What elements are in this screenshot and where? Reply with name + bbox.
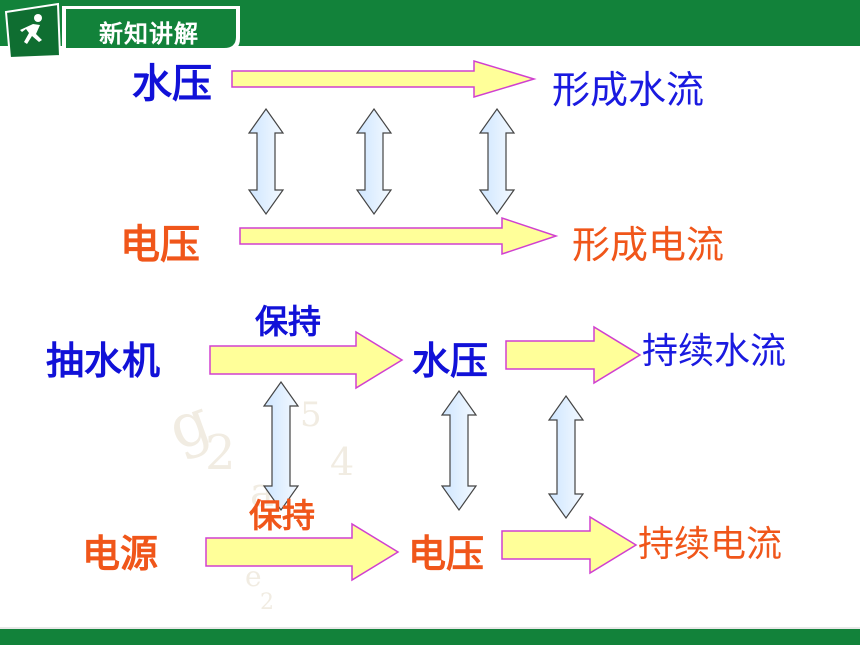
running-person-icon (20, 14, 42, 44)
footer-divider (0, 627, 860, 629)
header-title: 新知讲解 (99, 20, 199, 48)
right-arrow (209, 330, 404, 390)
water-pressure-label-2: 水压 (412, 339, 489, 383)
right-arrow (231, 59, 537, 99)
water-pressure-label: 水压 (132, 61, 212, 107)
background-watermark: 5 (300, 395, 322, 435)
footer-bar (0, 629, 860, 645)
sustained-current-label: 持续电流 (638, 524, 783, 565)
background-watermark: 2 (260, 590, 274, 615)
right-arrow (205, 522, 400, 582)
double-arrow (440, 389, 478, 512)
header-bar (0, 0, 860, 60)
pump-label: 抽水机 (46, 339, 161, 383)
right-arrow (505, 325, 642, 385)
right-arrow (501, 515, 638, 575)
right-arrow (239, 216, 559, 256)
background-watermark: 4 (330, 440, 355, 484)
power-source-label: 电源 (82, 532, 159, 576)
form-current-label: 形成电流 (572, 223, 725, 267)
background-watermark: a (250, 470, 274, 516)
voltage-label: 电压 (120, 222, 200, 268)
background-watermark: 2 (205, 425, 236, 481)
double-arrow (262, 380, 300, 512)
maintain-label-top: 保持 (255, 302, 321, 341)
maintain-label-bottom: 保持 (249, 496, 315, 535)
background-watermark: e (245, 560, 262, 593)
double-arrow (478, 107, 516, 216)
double-arrow (355, 107, 393, 216)
double-arrow (547, 394, 585, 520)
sustained-water-flow-label: 持续水流 (642, 331, 787, 372)
form-water-flow-label: 形成水流 (552, 68, 705, 112)
double-arrow (247, 107, 285, 216)
voltage-label-2: 电压 (408, 532, 485, 576)
